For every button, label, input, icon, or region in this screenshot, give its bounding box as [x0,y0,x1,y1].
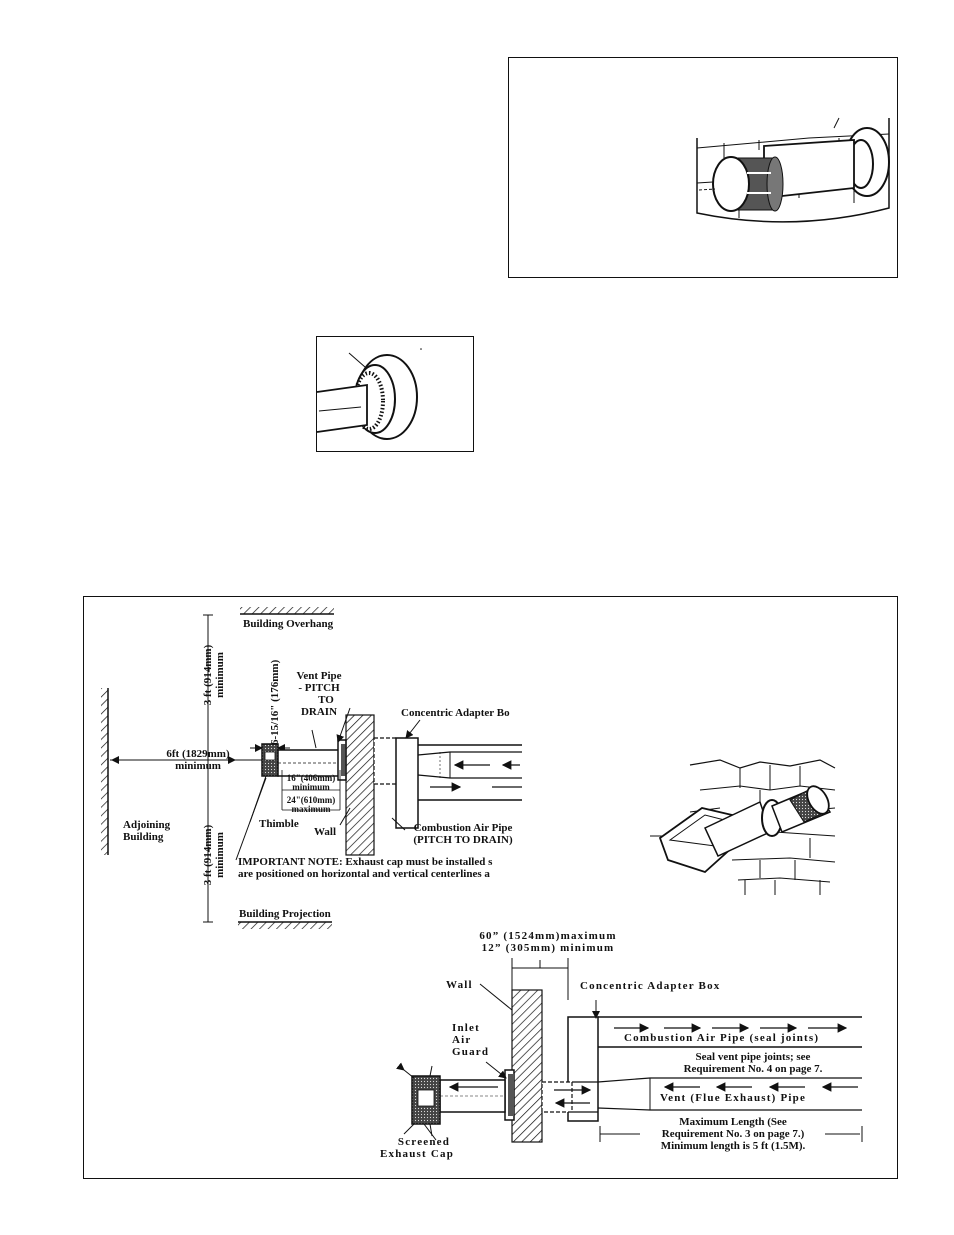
vent-pipe-label: Vent Pipe - PITCH TO DRAIN [294,670,344,718]
cap-offset-label: 6-15/16" (176mm) [269,659,281,745]
inlet-air-guard-label: Inlet Air Guard [452,1022,489,1058]
combustion-air-pipe-top-label: Combustion Air Pipe (PITCH TO DRAIN) [403,822,523,846]
screened-text: Screened [397,1136,451,1148]
combustion-air-pipe-text: Combustion Air Pipe [413,822,513,834]
seal-vent-line-2: Requirement No. 4 on page 7. [683,1063,823,1075]
concentric-adapter-bottom-label: Concentric Adapter Box [580,980,721,992]
max-extension-label: 24"(610mm) maximum [283,796,339,814]
bottom-clearance-value: 3 ft (914mm) [202,824,214,886]
bottom-clearance-minimum: minimum [214,832,226,878]
extension-range-label: 60” (1524mm)maximum 12” (305mm) minimum [466,930,630,954]
vent-pipe-text: Vent Pipe [296,670,342,682]
max-length-line-2: Requirement No. 3 on page 7.) [661,1128,805,1140]
pipe-flange-illustration-box [316,336,474,452]
thimble-label: Thimble [259,818,299,830]
vent-pipe-drain: DRAIN [300,706,338,718]
building-projection-label: Building Projection [239,908,331,920]
screened-exhaust-cap-label: Screened Exhaust Cap [372,1136,462,1160]
side-clearance-minimum: minimum [175,760,221,772]
important-note-line-2: are positioned on horizontal and vertica… [238,868,490,880]
guard-text: Guard [452,1046,490,1058]
top-clearance-value: 3 ft (914mm) [202,644,214,706]
seal-vent-line-1: Seal vent pipe joints; see [695,1051,811,1063]
building-overhang-label: Building Overhang [243,618,334,630]
concentric-adapter-top-label: Concentric Adapter Bo [401,707,510,719]
extension-max-text: 60” (1524mm)maximum [479,930,617,942]
wall-mount-illustration-box [508,57,898,278]
exhaust-cap-wall-illustration [696,117,890,223]
wall-top-label: Wall [314,826,337,838]
extension-min-text: 12” (305mm) minimum [481,942,615,954]
max-length-note: Maximum Length (See Requirement No. 3 on… [640,1116,826,1152]
important-note: IMPORTANT NOTE: Exhaust cap must be inst… [238,856,522,880]
seal-vent-note: Seal vent pipe joints; see Requirement N… [660,1051,846,1075]
inlet-text: Inlet [452,1022,480,1034]
min-extension-label: 16"(406mm) minimum [283,774,339,792]
min-extension-minimum: minimum [292,782,330,792]
side-clearance-value: 6ft (1829mm) [166,748,230,760]
exhaust-cap-text: Exhaust Cap [379,1148,455,1160]
adjoining-building-label: Adjoining Building [123,819,170,843]
wall-bottom-label: Wall [446,979,473,991]
vent-pipe-to: TO [318,694,334,706]
min-extension-value: 16"(406mm) [286,773,336,783]
important-note-line-1: IMPORTANT NOTE: Exhaust cap must be inst… [238,856,493,868]
top-clearance-minimum: minimum [214,652,226,698]
building-text: Building [123,831,164,843]
max-length-line-3: Minimum length is 5 ft (1.5M). [660,1140,806,1152]
corner-installation-illustration [650,759,836,895]
max-extension-value: 24"(610mm) [286,795,336,805]
top-clearance-label: 3 ft (914mm) minimum [202,630,226,720]
bottom-clearance-label: 3 ft (914mm) minimum [202,810,226,900]
air-text: Air [452,1034,472,1046]
pipe-flange-illustration [316,348,422,440]
pitch-to-drain-text: (PITCH TO DRAIN) [413,834,513,846]
max-length-line-1: Maximum Length (See [679,1116,787,1128]
vent-flue-label: Vent (Flue Exhaust) Pipe [660,1092,807,1104]
adjoining-text: Adjoining [123,819,171,831]
side-clearance-label: 6ft (1829mm) minimum [148,748,248,772]
vent-pipe-pitch: - PITCH [298,682,340,694]
combustion-air-seal-label: Combustion Air Pipe (seal joints) [624,1032,820,1044]
max-extension-maximum: maximum [291,804,331,814]
